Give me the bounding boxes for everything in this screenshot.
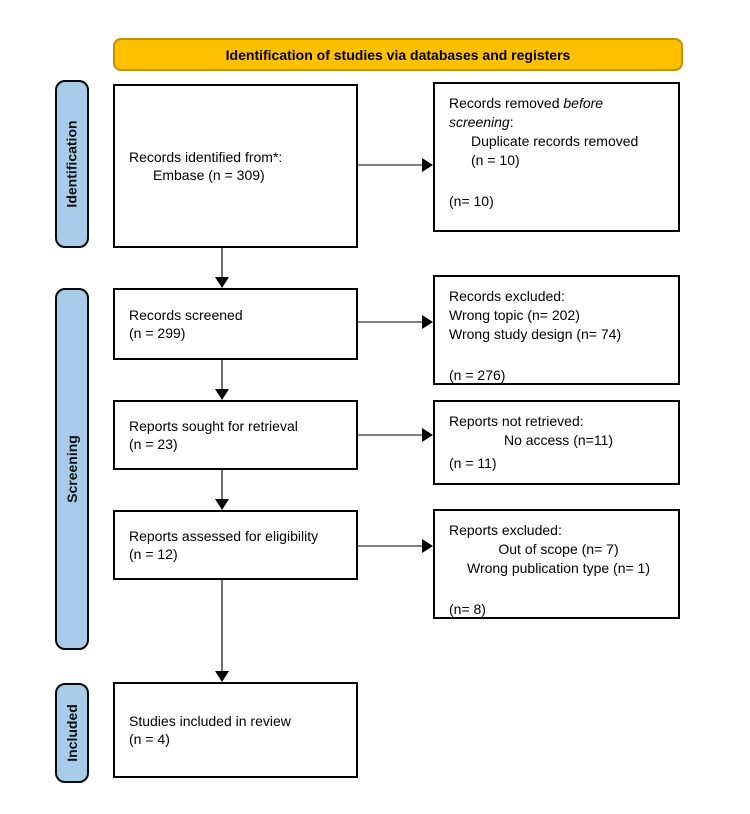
stage-label-identification-text: Identification: [64, 120, 80, 208]
records-removed-title-suffix: :: [509, 114, 514, 130]
box-records-identified: Records identified from*: Embase (n = 30…: [113, 84, 358, 248]
box-studies-included: Studies included in review (n = 4): [113, 682, 358, 778]
box-records-identified-line2: Embase (n = 309): [153, 167, 265, 183]
box-reports-excluded-item1: Out of scope (n= 7): [498, 541, 619, 557]
box-records-removed-item1: Duplicate records removed: [471, 133, 639, 149]
arrow-right-3-head-icon: [422, 428, 433, 442]
arrow-right-4-head-icon: [422, 539, 433, 553]
box-reports-not-retrieved-item1: No access (n=11): [503, 432, 614, 448]
box-reports-not-retrieved-title: Reports not retrieved:: [449, 413, 584, 429]
box-records-excluded-title: Records excluded:: [449, 288, 565, 304]
box-reports-sought: Reports sought for retrieval (n = 23): [113, 400, 358, 470]
stage-label-screening: Screening: [55, 288, 89, 650]
records-removed-title-prefix: Records removed: [449, 95, 564, 111]
box-records-excluded-item1: Wrong topic (n= 202): [449, 307, 580, 323]
box-records-excluded: Records excluded: Wrong topic (n= 202) W…: [433, 275, 680, 385]
box-reports-sought-line2: (n = 23): [129, 436, 178, 452]
stage-label-screening-text: Screening: [64, 435, 81, 503]
arrow-right-2-line: [358, 321, 423, 323]
box-records-excluded-item2: Wrong study design (n= 74): [449, 326, 622, 342]
box-studies-included-line2: (n = 4): [129, 731, 170, 747]
box-records-removed-item2: (n = 10): [471, 152, 520, 168]
arrow-down-1-line: [221, 248, 223, 279]
box-reports-not-retrieved: Reports not retrieved: No access (n=11) …: [433, 400, 680, 485]
box-studies-included-line1: Studies included in review: [129, 713, 291, 729]
arrow-down-4-head-icon: [215, 671, 229, 682]
arrow-down-2-head-icon: [215, 389, 229, 400]
box-reports-not-retrieved-total: (n = 11): [449, 455, 497, 471]
arrow-right-1-line: [358, 164, 423, 166]
box-reports-sought-line1: Reports sought for retrieval: [129, 418, 298, 434]
box-reports-excluded-item2: Wrong publication type (n= 1): [466, 560, 650, 576]
arrow-right-1-head-icon: [422, 158, 433, 172]
arrow-down-1-head-icon: [215, 277, 229, 288]
box-reports-assessed: Reports assessed for eligibility (n = 12…: [113, 510, 358, 580]
box-records-removed: Records removed before screening: Duplic…: [433, 82, 680, 232]
stage-label-identification: Identification: [55, 80, 89, 248]
stage-label-included: Included: [55, 683, 89, 783]
arrow-right-3-line: [358, 434, 423, 436]
box-records-removed-total: (n= 10): [449, 193, 494, 209]
box-records-identified-line1: Records identified from*:: [129, 149, 283, 165]
box-reports-excluded-total: (n= 8): [449, 601, 486, 617]
arrow-down-4-line: [221, 580, 223, 673]
arrow-down-3-head-icon: [215, 499, 229, 510]
arrow-down-3-line: [221, 470, 223, 501]
box-reports-excluded: Reports excluded: Out of scope (n= 7) Wr…: [433, 509, 680, 619]
box-reports-assessed-line1: Reports assessed for eligibility: [129, 528, 319, 544]
arrow-right-2-head-icon: [422, 315, 433, 329]
arrow-down-2-line: [221, 360, 223, 391]
box-records-screened-line2: (n = 299): [129, 325, 186, 341]
box-records-removed-title: Records removed before screening:: [449, 94, 668, 132]
box-records-screened-line1: Records screened: [129, 307, 243, 323]
arrow-right-4-line: [358, 545, 423, 547]
box-records-screened: Records screened (n = 299): [113, 288, 358, 360]
banner-databases-registers: Identification of studies via databases …: [113, 38, 683, 71]
box-reports-assessed-line2: (n = 12): [129, 546, 178, 562]
records-removed-title-italic: before screening: [449, 95, 604, 130]
box-records-excluded-total: (n = 276): [449, 367, 506, 383]
box-reports-excluded-title: Reports excluded:: [449, 522, 562, 538]
banner-label: Identification of studies via databases …: [225, 46, 571, 63]
stage-label-included-text: Included: [64, 704, 80, 762]
